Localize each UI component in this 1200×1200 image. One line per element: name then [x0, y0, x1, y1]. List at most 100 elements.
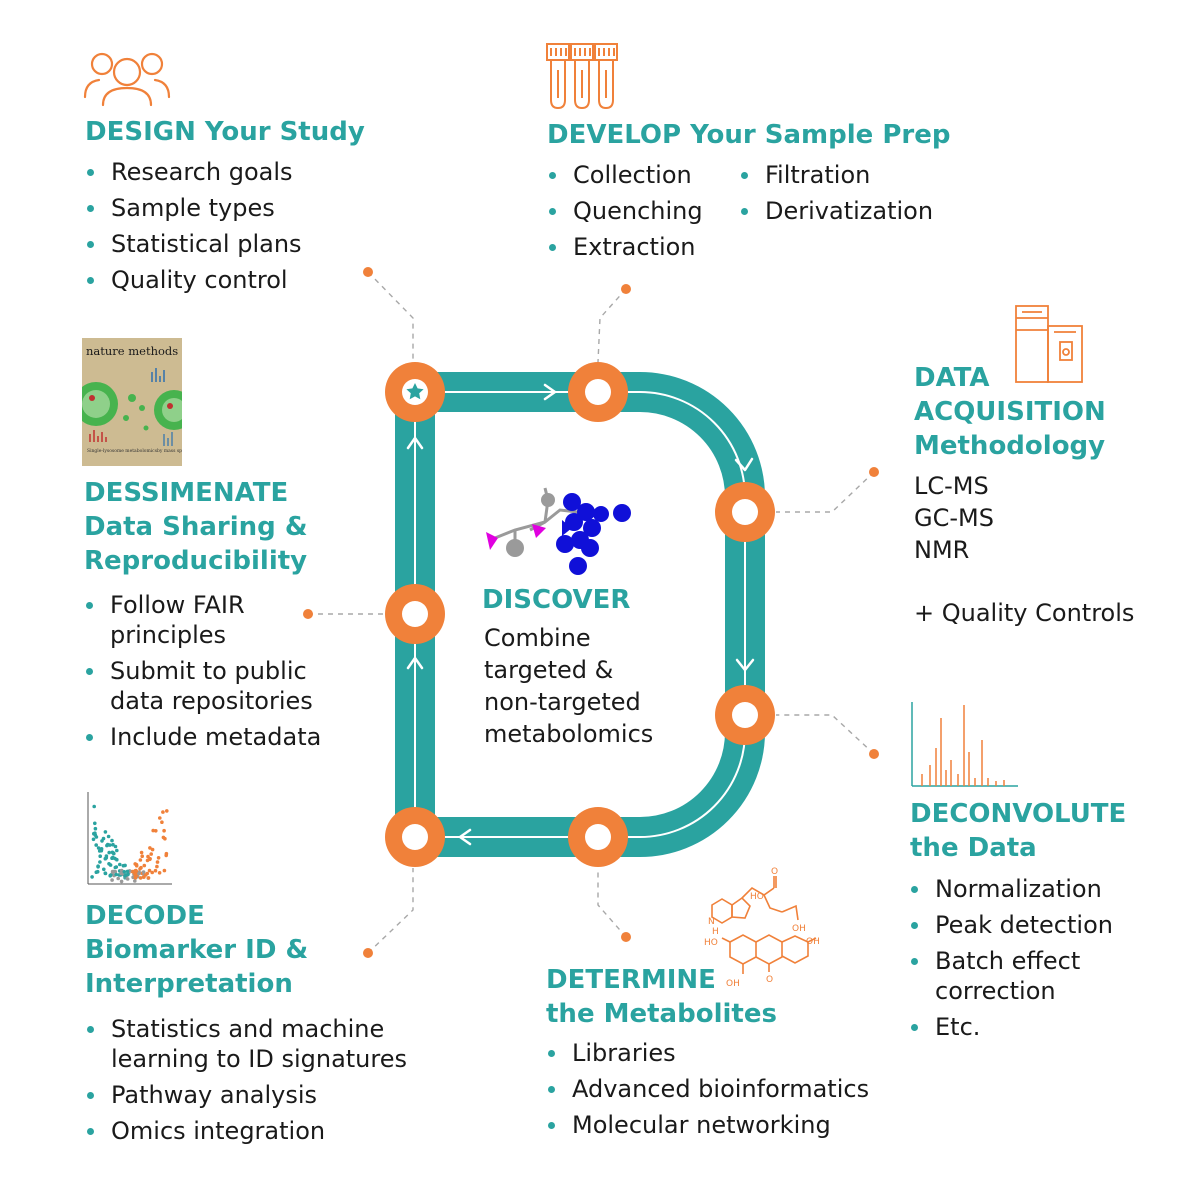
list-item-text: Molecular networking	[572, 1111, 831, 1139]
volcano-dot	[138, 876, 143, 880]
volcano-dot	[145, 858, 150, 863]
list-item-text: Etc.	[935, 1013, 981, 1041]
discover-description-line: non-targeted	[484, 688, 641, 716]
volcano-dot	[118, 862, 122, 867]
develop-title-text: DEVELOP Your Sample Prep	[547, 120, 951, 150]
list-item-text: Filtration	[765, 161, 871, 189]
bullet-icon	[548, 1050, 555, 1057]
list-item-text: Libraries	[572, 1039, 676, 1067]
volcano-dot	[137, 871, 141, 876]
list-item: Filtration	[739, 160, 933, 190]
discover-description-line: Combine	[484, 624, 591, 652]
list-item-text: Statistics and machine	[111, 1015, 385, 1043]
list-item: Libraries	[546, 1038, 869, 1068]
structure-label-oh-top: OH	[792, 924, 806, 934]
node-design	[385, 362, 445, 422]
connector-acquisition	[776, 471, 875, 513]
journal-cover-artwork	[82, 338, 182, 466]
volcano-dot	[141, 875, 146, 879]
disseminate-title-line: DESSIMENATE	[84, 478, 289, 508]
journal-title: nature methods	[86, 344, 179, 358]
list-item: Research goals	[85, 157, 302, 187]
volcano-dot	[139, 850, 144, 855]
list-item-text: Submit to public	[110, 657, 307, 685]
journal-caption-line: by mass spectrometry	[157, 449, 182, 454]
bullet-icon	[87, 1128, 94, 1135]
bullet-icon	[741, 172, 748, 179]
disseminate-title-line: Data Sharing &	[84, 512, 308, 542]
volcano-dot	[108, 843, 112, 847]
connector-develop	[597, 288, 627, 363]
discover-description-line: metabolomics	[484, 720, 654, 748]
volcano-dot	[96, 864, 100, 868]
volcano-dot	[138, 867, 142, 871]
list-item: Pathway analysis	[85, 1080, 407, 1110]
volcano-dot	[115, 857, 119, 862]
list-item-text: Peak detection	[935, 911, 1113, 939]
volcano-dot	[134, 872, 139, 876]
list-item-text: principles	[110, 621, 227, 649]
volcano-dot	[147, 868, 152, 873]
list-item: Include metadata	[84, 722, 321, 752]
bullet-icon	[549, 208, 556, 215]
volcano-dot	[110, 850, 115, 855]
bullet-icon	[549, 172, 556, 179]
volcano-dot	[94, 843, 98, 847]
structure-label-oh-bottom: OH	[726, 979, 740, 989]
volcano-dot	[154, 829, 158, 833]
connector-dot-determine	[621, 932, 631, 942]
structure-label-n: N	[708, 917, 715, 927]
list-item-text: Pathway analysis	[111, 1081, 318, 1109]
list-item: Quality control	[85, 265, 302, 295]
node-disseminate	[385, 584, 445, 644]
list-item-text: data repositories	[110, 687, 313, 715]
acquisition-quality-controls: + Quality Controls	[914, 597, 1134, 629]
list-item-text: Collection	[573, 161, 692, 189]
volcano-dot	[150, 847, 155, 852]
bullet-icon	[87, 241, 94, 248]
bullet-icon	[911, 886, 918, 893]
structure-label-o-bottom: O	[766, 975, 773, 985]
design-title: DESIGN Your Study	[85, 115, 365, 149]
volcano-dot	[158, 816, 162, 820]
list-item-text: Derivatization	[765, 197, 934, 225]
node-deconvolute	[715, 685, 775, 745]
structure-label-ho-left: HO	[704, 938, 718, 948]
connector-determine	[597, 868, 627, 938]
volcano-dot	[110, 838, 114, 843]
volcano-dot	[161, 810, 165, 814]
connector-deconvolute	[776, 714, 875, 755]
bullet-icon	[86, 668, 93, 675]
disseminate-title-line: Reproducibility	[84, 546, 308, 576]
volcano-dot	[138, 858, 143, 862]
list-item-text: Include metadata	[110, 723, 322, 751]
volcano-dot	[114, 872, 118, 877]
volcano-dot	[164, 853, 168, 858]
flow-arrow-right-lower	[735, 658, 755, 672]
volcano-dot	[103, 871, 108, 875]
connector-design	[367, 271, 414, 362]
bullet-icon	[87, 1092, 94, 1099]
list-item: Derivatization	[739, 196, 933, 226]
structure-label-oh-right: OH	[806, 937, 820, 947]
volcano-dot	[133, 869, 138, 873]
bullet-icon	[741, 208, 748, 215]
volcano-dot	[151, 828, 155, 833]
structure-label-h: H	[712, 927, 719, 937]
volcano-dot	[97, 849, 102, 853]
volcano-dot	[103, 856, 108, 861]
list-item-text: Research goals	[111, 158, 293, 186]
connector-dot-decode	[363, 948, 373, 958]
acquisition-method-line: GC-MS	[914, 504, 994, 532]
